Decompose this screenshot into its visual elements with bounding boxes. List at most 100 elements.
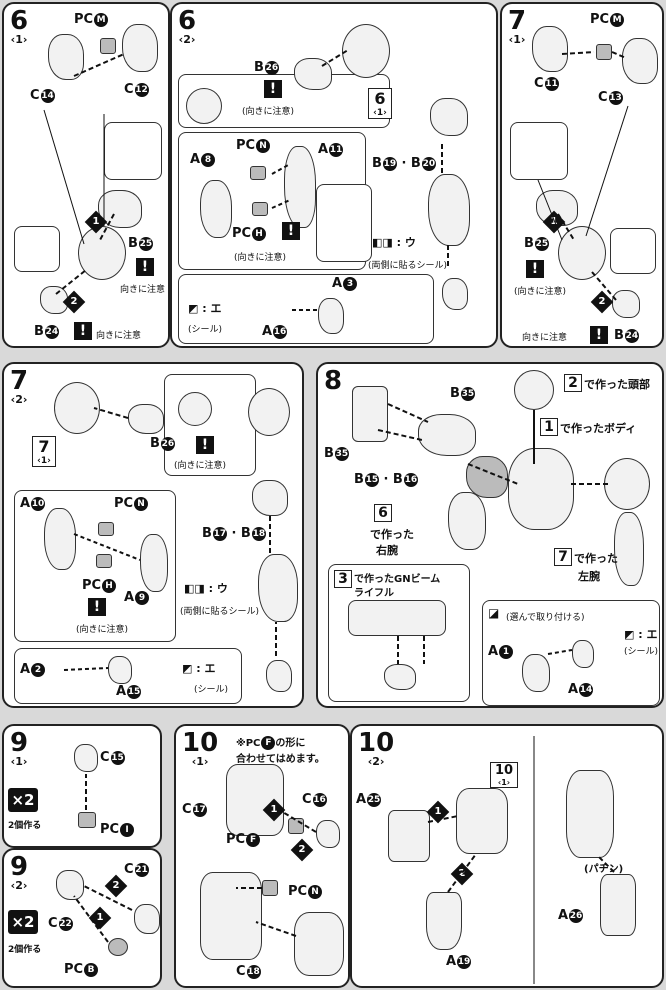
choose-icon: ◪	[488, 606, 500, 620]
step-label: 9 ‹1›	[10, 730, 28, 768]
order-marker-2: 2	[104, 874, 128, 898]
pc-f-part	[288, 818, 304, 834]
sticker-u-label: ◧◨ : ウ	[184, 582, 228, 595]
ref-step-box: 2	[564, 374, 582, 392]
substep-number: ‹1›	[10, 755, 28, 768]
order-marker-1: 1	[426, 800, 450, 824]
ref-step-box: 7	[554, 548, 572, 566]
substep-number: ‹2›	[367, 755, 385, 768]
orientation-note: 向きに注意	[120, 285, 166, 295]
snap-label: (パチン)	[584, 864, 624, 875]
sticker-u-label: ◧◨ : ウ	[372, 236, 416, 249]
ref-step-box: 1	[540, 418, 558, 436]
leg-assembly	[456, 788, 508, 854]
quantity-badge: ×2	[8, 788, 38, 812]
c14-part	[48, 34, 84, 80]
c11-part	[532, 26, 568, 72]
quantity-badge: ×2	[8, 910, 38, 934]
hand-assembled	[266, 660, 292, 692]
step-number: 7	[10, 366, 29, 396]
open-hand-part	[522, 654, 550, 692]
shield-mount	[418, 414, 476, 456]
ref-step-box: 6	[374, 504, 392, 522]
pc-n-part	[250, 166, 266, 180]
a8-part	[200, 180, 232, 238]
c16-part	[316, 820, 340, 848]
hand-part	[108, 656, 132, 684]
t-marked-part	[178, 392, 212, 426]
substep-number: ‹1›	[508, 33, 526, 46]
order-marker-1: 1	[542, 210, 566, 234]
right-arm-label: 右腕	[376, 544, 398, 557]
rifle-label: ライフル	[354, 588, 394, 599]
quantity-note: 2個作る	[8, 821, 42, 831]
rifle-label: で作ったGNビーム	[354, 574, 441, 585]
b26-part	[294, 58, 332, 90]
sticker-note: (シール)	[624, 647, 659, 657]
substep-number: ‹1›	[10, 33, 28, 46]
detail-inset	[104, 122, 162, 180]
a10-part	[44, 508, 76, 570]
hand-part	[572, 640, 594, 668]
fit-note: 合わせてはめます。	[236, 754, 325, 765]
warning-icon: !	[264, 80, 282, 98]
pc-i-part	[78, 812, 96, 828]
order-marker-1: 1	[88, 906, 112, 930]
left-arm-label: で作った	[574, 552, 618, 565]
warning-icon: !	[526, 260, 544, 278]
order-marker-2: 2	[590, 290, 614, 314]
substep-number: ‹1›	[191, 755, 209, 768]
left-arm-part	[614, 512, 644, 586]
pc-m-part	[100, 38, 116, 54]
c18-part	[294, 912, 344, 976]
sticker-note: (両側に貼るシール)	[368, 261, 448, 271]
sticker-note: (シール)	[188, 325, 223, 335]
ref-step-box: 6‹1›	[368, 88, 392, 119]
orientation-note: (向きに注意)	[174, 461, 227, 471]
orientation-note: (向きに注意)	[76, 625, 129, 635]
step-number: 9	[10, 852, 29, 882]
choose-note: (選んで取り付ける)	[506, 613, 585, 623]
substep-number: ‹2›	[178, 33, 196, 46]
a26-part	[600, 874, 636, 936]
head-part	[342, 24, 390, 78]
a9-part	[140, 534, 168, 592]
knee-part	[200, 872, 262, 960]
c21-part	[134, 904, 160, 934]
step-number: 6	[178, 6, 197, 36]
orientation-note: 向きに注意	[96, 331, 142, 341]
detail-inset	[510, 122, 568, 180]
hand-part	[318, 298, 344, 334]
left-shoulder	[604, 458, 650, 510]
c22-part	[56, 870, 84, 900]
quantity-note: 2個作る	[8, 945, 42, 955]
step-label: 8	[324, 368, 342, 394]
step-label: 10 ‹1›	[182, 730, 218, 768]
sticker-note: (両側に貼るシール)	[180, 607, 260, 617]
left-arm-label: 左腕	[578, 570, 600, 583]
